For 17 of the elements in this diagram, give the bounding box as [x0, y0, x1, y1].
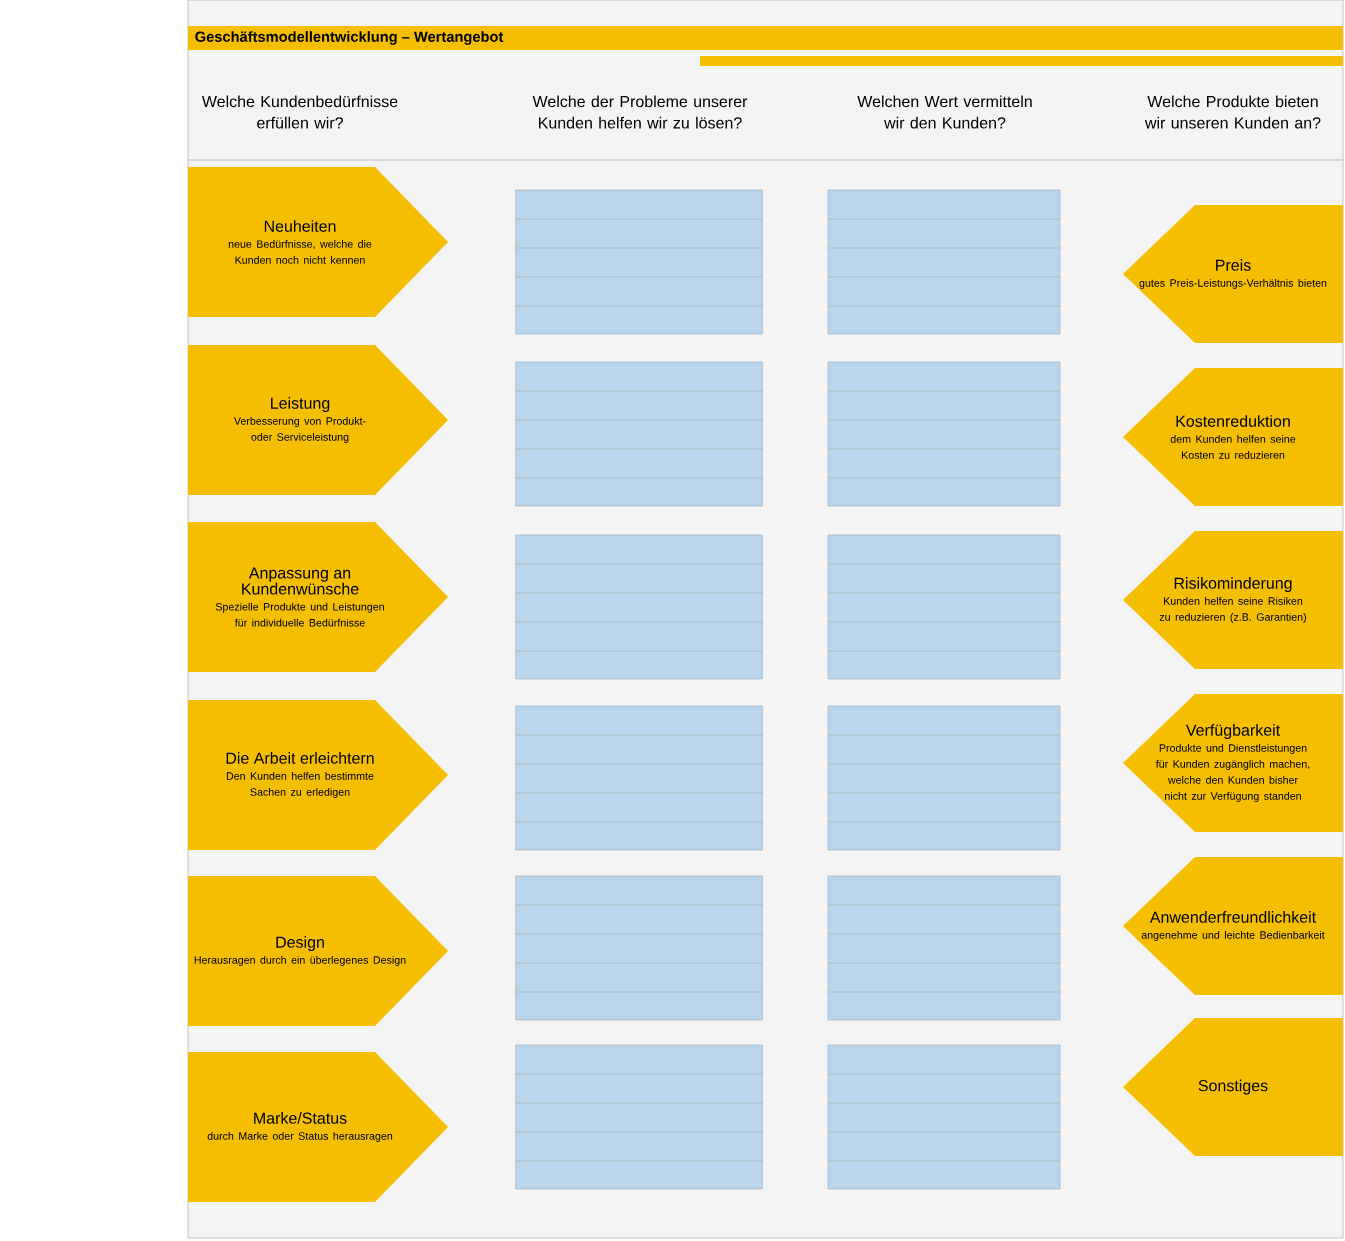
column-header: Welche Kundenbedürfnisse erfüllen wir?: [201, 95, 398, 129]
column-header: Welche Produkte bieten wir unseren Kunden an?: [1144, 95, 1321, 129]
lined-box: [515, 189, 764, 335]
lined-box: [515, 534, 764, 680]
lined-box: [827, 1044, 1062, 1190]
column-header: Welchen Wert vermitteln wir den Kunden?: [857, 95, 1032, 129]
title: Geschäftsmodellentwicklung – Wertangebot: [195, 31, 504, 45]
lined-box: [827, 361, 1062, 507]
lined-box: [515, 1044, 764, 1190]
lined-box: [515, 705, 764, 851]
lined-box: [515, 361, 764, 507]
lined-box: [827, 534, 1062, 680]
lined-box: [827, 189, 1062, 335]
lined-box: [827, 705, 1062, 851]
lined-box: [515, 875, 764, 1021]
column-header: Welche der Probleme unserer Kunden helfen wir zu lösen?: [532, 95, 748, 129]
lined-box: [827, 875, 1062, 1021]
